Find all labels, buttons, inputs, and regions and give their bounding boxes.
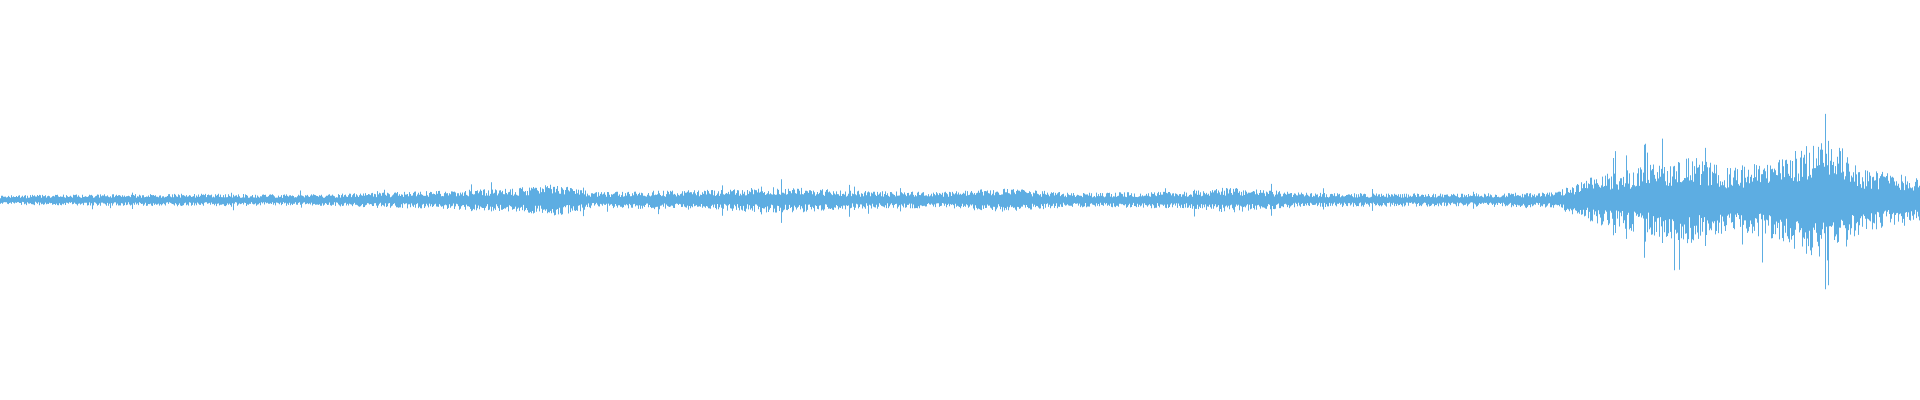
waveform-bars	[0, 113, 1920, 290]
waveform-path	[0, 113, 1920, 290]
